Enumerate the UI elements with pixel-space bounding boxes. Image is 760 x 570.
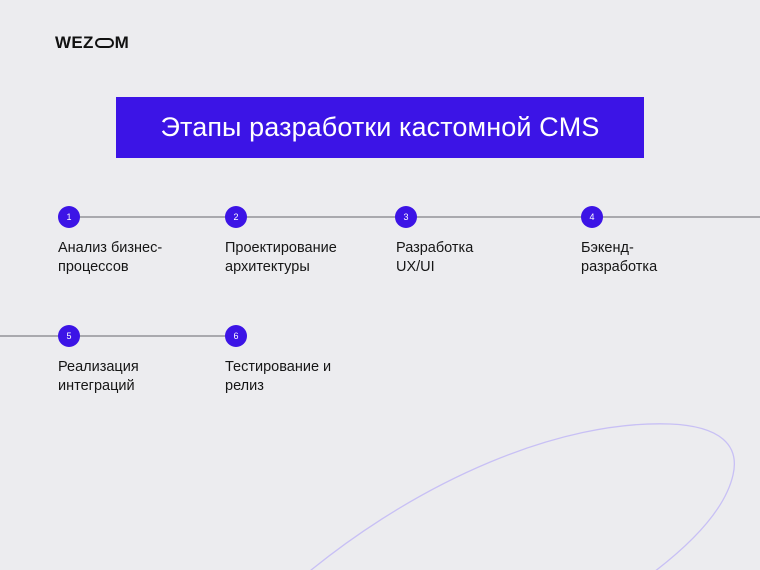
step-number: 2 (233, 212, 239, 222)
step-label: Тестирование и релиз (225, 359, 332, 394)
step-label: Анализ бизнес- процессов (58, 240, 163, 275)
step-number-badge: 4 (581, 206, 603, 228)
step-label: Проектирование архитектуры (225, 240, 337, 275)
timeline-line-row-2 (0, 335, 236, 337)
wezom-logo: WEZ M (55, 33, 129, 53)
step-number-badge: 1 (58, 206, 80, 228)
logo-text-suffix: M (114, 33, 130, 52)
step-number: 6 (233, 331, 239, 341)
page-title-banner: Этапы разработки кастомной CMS (116, 97, 644, 158)
step-number: 3 (403, 212, 409, 222)
step-number-badge: 5 (58, 325, 80, 347)
logo-text-prefix: WEZ (55, 33, 94, 52)
step-number-badge: 3 (395, 206, 417, 228)
step-label: Разработка UX/UI (396, 240, 474, 275)
step-number: 1 (66, 212, 72, 222)
step-label: Реализация интеграций (58, 359, 139, 394)
logo-o-shape (94, 38, 114, 48)
step-number: 5 (66, 331, 72, 341)
step-number: 4 (589, 212, 595, 222)
step-number-badge: 6 (225, 325, 247, 347)
step-label: Бэкенд- разработка (581, 240, 658, 275)
step-number-badge: 2 (225, 206, 247, 228)
page-title: Этапы разработки кастомной CMS (160, 112, 600, 142)
